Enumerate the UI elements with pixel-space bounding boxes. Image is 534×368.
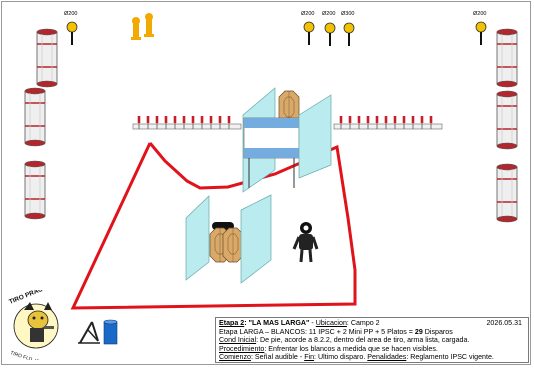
barrel-icon (496, 90, 518, 150)
left-target-rail (132, 115, 242, 130)
stage-label: Etapa 2 (219, 319, 245, 327)
steel-plate-icon (475, 21, 487, 46)
barrel-icon (496, 28, 518, 88)
barrel-icon (36, 28, 58, 88)
stage-date: 2026.05.31 (486, 319, 522, 327)
popper-icon (131, 17, 141, 40)
popper-icon (144, 13, 154, 37)
stage-title-row: Etapa 2: "LA MAS LARGA" - Ubicacion: Cam… (219, 319, 380, 327)
round-count: 29 (414, 327, 423, 336)
plate-size-label: Ø300 (341, 11, 354, 17)
svg-text:TIRO FI.D. ISO 1º: TIRO FI.D. ISO 1º (9, 350, 49, 360)
procedure-row: Procedimiento: Enfrentar los blancos a m… (219, 344, 438, 353)
tiro-practico-logo: TIRO PRÁCTICO TIRO FI.D. ISO 1º (7, 290, 59, 360)
steel-plate-icon (66, 21, 78, 46)
plate-size-label: Ø200 (64, 11, 77, 17)
shooter-icon (292, 222, 319, 263)
stage-info-box: Etapa 2: "LA MAS LARGA" - Ubicacion: Cam… (215, 317, 529, 363)
right-target-rail (333, 115, 443, 130)
plate-size-label: Ø200 (473, 11, 486, 17)
barrel-icon (496, 163, 518, 223)
barrel-icon (24, 160, 46, 220)
location-label: Ubicacion (315, 319, 347, 327)
plate-size-label: Ø200 (301, 11, 314, 17)
steel-plate-icon (303, 21, 315, 46)
plate-size-label: Ø200 (322, 11, 335, 17)
targets-row: Etapa LARGA – BLANCOS: 11 IPSC + 2 Mini … (219, 327, 453, 336)
location-value: : Campo 2 (346, 319, 380, 327)
stage-name: "LA MAS LARGA" (248, 319, 310, 327)
lower-barricade (185, 194, 272, 284)
barrel-icon (24, 87, 46, 147)
svg-text:TIRO PRÁCTICO: TIRO PRÁCTICO (7, 290, 58, 306)
table-icon (78, 321, 100, 344)
center-barricade (242, 87, 332, 193)
steel-plate-icon (343, 22, 355, 47)
ipsc-target-icon (222, 227, 244, 263)
steel-plate-icon (324, 22, 336, 47)
start-condition-row: Cond Inicial: De pie, acorde a 8.2.2, de… (219, 336, 470, 345)
start-end-row: Comienzo: Señal audible - Fin: Ultimo di… (219, 353, 494, 362)
drum-icon (103, 319, 118, 345)
